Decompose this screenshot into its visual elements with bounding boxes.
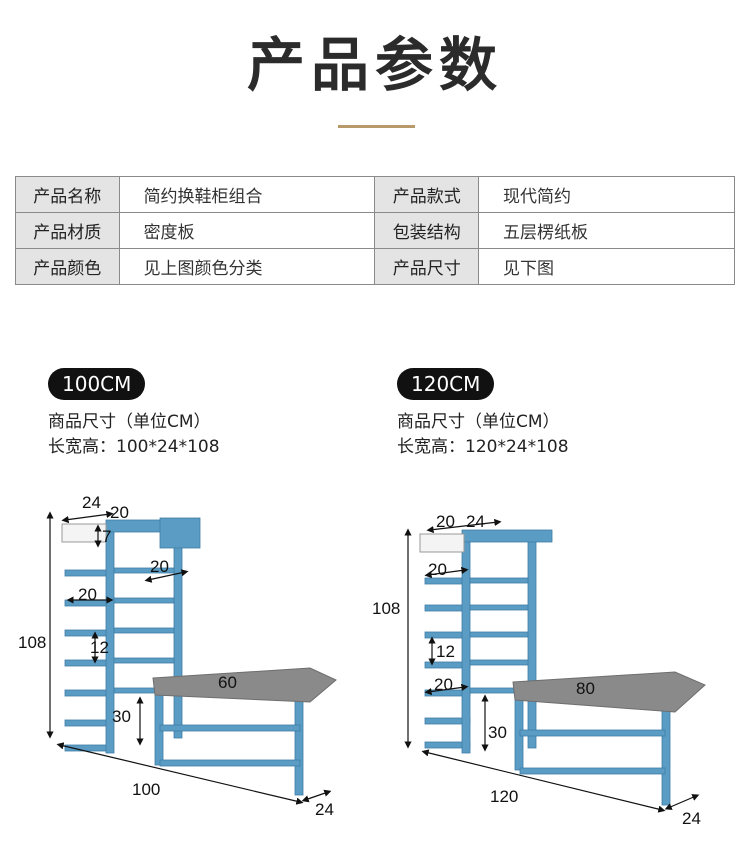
spec-value: 五层楞纸板	[478, 212, 735, 249]
cabinet-diagram-120: 108 20 24 20 12 20 80 30 120 24	[372, 512, 706, 828]
dim-depth: 24	[315, 800, 334, 819]
bench-cushion	[152, 667, 337, 703]
dim-shelf-depth: 20	[150, 557, 169, 576]
page-title: 产品参数	[246, 31, 503, 99]
bench	[512, 671, 706, 806]
dim-height: 108	[18, 633, 46, 652]
spec-label: 产品尺寸	[374, 248, 480, 285]
dim-bench-width: 60	[218, 673, 237, 692]
dim-total-width: 120	[490, 787, 518, 806]
dim-tower-width: 20	[436, 512, 455, 531]
table-row: 产品颜色 见上图颜色分类 产品尺寸 见下图	[15, 248, 735, 285]
spec-table: 产品名称 简约换鞋柜组合 产品款式 现代简约 产品材质 密度板 包装结构 五层楞…	[15, 176, 735, 285]
spec-value: 简约换鞋柜组合	[118, 176, 376, 213]
table-row: 产品材质 密度板 包装结构 五层楞纸板	[15, 212, 735, 249]
spec-label: 产品材质	[15, 212, 120, 249]
dim-lower-shelf-depth: 20	[434, 675, 453, 694]
title-rule	[338, 125, 415, 128]
dims-text: 长宽高：120*24*108	[397, 437, 569, 457]
drawer	[419, 533, 465, 553]
dim-side-shelf-depth: 20	[78, 585, 97, 604]
variant-120: 120CM 商品尺寸（单位CM） 长宽高：120*24*108	[397, 368, 569, 460]
size-badge: 100CM	[48, 368, 146, 400]
spec-label: 产品颜色	[15, 248, 120, 285]
shoe-tower	[461, 529, 553, 754]
dims-text: 长宽高：100*24*108	[48, 437, 220, 457]
size-label: 商品尺寸（单位CM）	[397, 412, 560, 432]
drawer	[61, 523, 107, 543]
shoe-tower	[105, 517, 201, 754]
spec-label: 包装结构	[374, 212, 480, 249]
spec-value: 现代简约	[478, 176, 735, 213]
table-row: 产品名称 简约换鞋柜组合 产品款式 现代简约	[15, 176, 735, 213]
spec-label: 产品款式	[374, 176, 480, 213]
dim-drawer-height: 7	[102, 527, 111, 546]
dim-shelf-gap: 12	[436, 642, 455, 661]
size-badge: 120CM	[397, 368, 495, 400]
spec-value: 见下图	[478, 248, 735, 285]
dim-depth: 24	[682, 809, 701, 828]
dim-depth-top: 24	[466, 512, 485, 531]
dim-total-width: 100	[132, 780, 160, 799]
dim-bench-height: 30	[488, 723, 507, 742]
size-label: 商品尺寸（单位CM）	[48, 412, 211, 432]
spec-value: 见上图颜色分类	[118, 248, 376, 285]
bench-cushion	[512, 671, 706, 713]
dim-depth-top: 24	[82, 493, 101, 512]
spec-value: 密度板	[118, 212, 376, 249]
spec-label: 产品名称	[15, 176, 120, 213]
dim-side-shelf-depth: 20	[428, 560, 447, 579]
dim-tower-width: 20	[110, 503, 129, 522]
cabinet-diagram-100: 108 24 20 7 20 20 12 60 30 100 24	[18, 493, 337, 819]
dim-shelf-gap: 12	[90, 638, 109, 657]
dim-height: 108	[372, 599, 400, 618]
variant-100: 100CM 商品尺寸（单位CM） 长宽高：100*24*108	[48, 368, 220, 460]
dim-bench-height: 30	[112, 707, 131, 726]
dim-bench-width: 80	[576, 679, 595, 698]
